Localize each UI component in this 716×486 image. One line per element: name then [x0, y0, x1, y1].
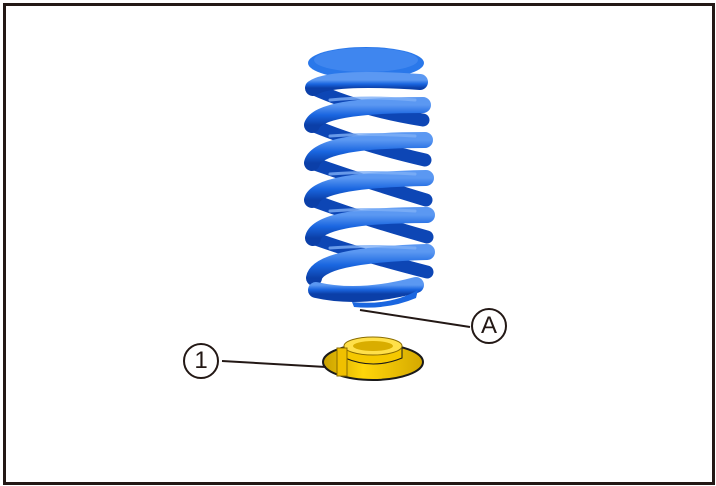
leader-line-1: [221, 360, 327, 368]
leader-line-a: [359, 309, 471, 328]
coil-spring: [304, 47, 435, 308]
callout-1-label: 1: [194, 347, 208, 374]
spring-seat: [322, 336, 424, 381]
callout-a-label: A: [480, 312, 497, 339]
callout-1: 1: [183, 343, 219, 379]
callout-a: A: [471, 308, 507, 344]
